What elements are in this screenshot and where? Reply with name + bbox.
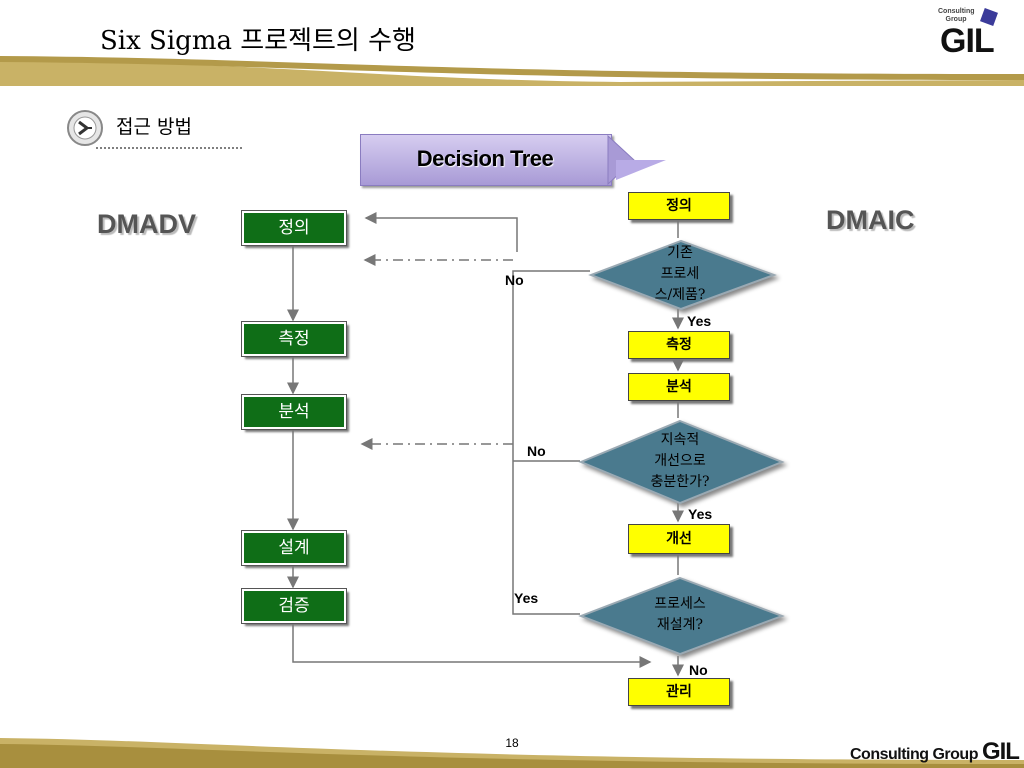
footer-band	[0, 738, 1024, 768]
decision-1-line: 기존	[667, 245, 693, 261]
decision-tree-label: Decision Tree	[416, 146, 554, 171]
section-heading: 접근 방법	[116, 116, 192, 138]
dmadv-title: DMADV	[97, 209, 196, 239]
section-arrow-icon	[67, 110, 103, 146]
logo-caption: Consulting Group	[938, 8, 975, 23]
dmadv-step-measure: 측정	[241, 321, 347, 357]
company-logo: Consulting Group GIL	[936, 6, 1020, 62]
decision-tree-banner	[360, 134, 612, 186]
decision-process-redesign	[578, 576, 785, 656]
decision-1-no-label: No	[505, 272, 524, 288]
footer-logo: Consulting Group GIL	[850, 738, 1020, 766]
dmaic-title: DMAIC	[826, 205, 915, 235]
decision-2-line: 지속적	[660, 432, 700, 448]
logo-wordmark: GIL	[940, 22, 995, 60]
banner-arrow-icon	[607, 134, 666, 186]
decision-1-text: 기존 프로세 스/제품?	[630, 243, 730, 306]
dmadv-step-analyze: 분석	[241, 394, 347, 430]
dmaic-step-control: 관리	[628, 678, 730, 706]
dmaic-step-define: 정의	[628, 192, 730, 220]
decision-1-yes-label: Yes	[687, 313, 712, 329]
dmaic-step-measure: 측정	[628, 331, 730, 359]
footer-logo-text: Consulting Group	[850, 746, 978, 763]
decision-2-line: 개선으로	[654, 453, 706, 469]
page-title: Six Sigma 프로젝트의 수행	[100, 26, 416, 56]
dmadv-step-verify: 검증	[241, 588, 347, 624]
decision-2-yes-label: Yes	[688, 506, 713, 522]
decision-existing-process	[588, 239, 777, 311]
decision-2-line: 충분한가?	[650, 474, 710, 490]
dmadv-step-define: 정의	[241, 210, 347, 246]
footer-logo-mark: GIL	[981, 738, 1020, 765]
dmaic-step-improve: 개선	[628, 524, 730, 554]
decision-2-no-label: No	[527, 443, 546, 459]
decision-1-line: 스/제품?	[654, 287, 706, 303]
page-number: 18	[505, 736, 519, 750]
decision-continuous-improvement	[578, 419, 785, 505]
decision-2-text: 지속적 개선으로 충분한가?	[627, 430, 733, 493]
dmaic-step-analyze: 분석	[628, 373, 730, 401]
section-underline	[96, 147, 242, 149]
decision-3-text: 프로세스 재설계?	[627, 594, 733, 636]
decision-3-no-label: No	[689, 662, 708, 678]
decision-1-line: 프로세	[660, 266, 700, 282]
dmadv-step-design: 설계	[241, 530, 347, 566]
decision-3-line: 프로세스	[654, 596, 706, 612]
header-band	[0, 56, 1024, 86]
decision-3-yes-label: Yes	[514, 590, 539, 606]
decision-3-line: 재설계?	[656, 617, 704, 633]
